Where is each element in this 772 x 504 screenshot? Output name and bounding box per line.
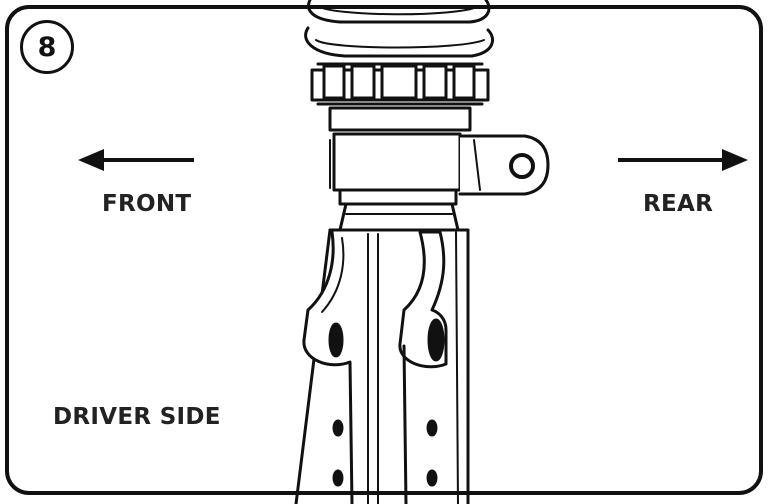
step-number-badge: 8 bbox=[20, 20, 74, 74]
front-label: FRONT bbox=[102, 191, 192, 217]
right-bracket-arm bbox=[398, 230, 448, 504]
driver-side-label: DRIVER SIDE bbox=[53, 404, 221, 430]
mounting-collar bbox=[329, 132, 550, 206]
rear-arrow-icon bbox=[618, 149, 748, 171]
front-arrow-icon bbox=[78, 149, 194, 171]
shock-body-tube bbox=[294, 202, 470, 504]
coil-spring bbox=[304, 0, 495, 58]
left-bracket-arm bbox=[302, 230, 354, 504]
spring-perch-ring bbox=[310, 62, 490, 132]
rear-label: REAR bbox=[643, 191, 714, 217]
